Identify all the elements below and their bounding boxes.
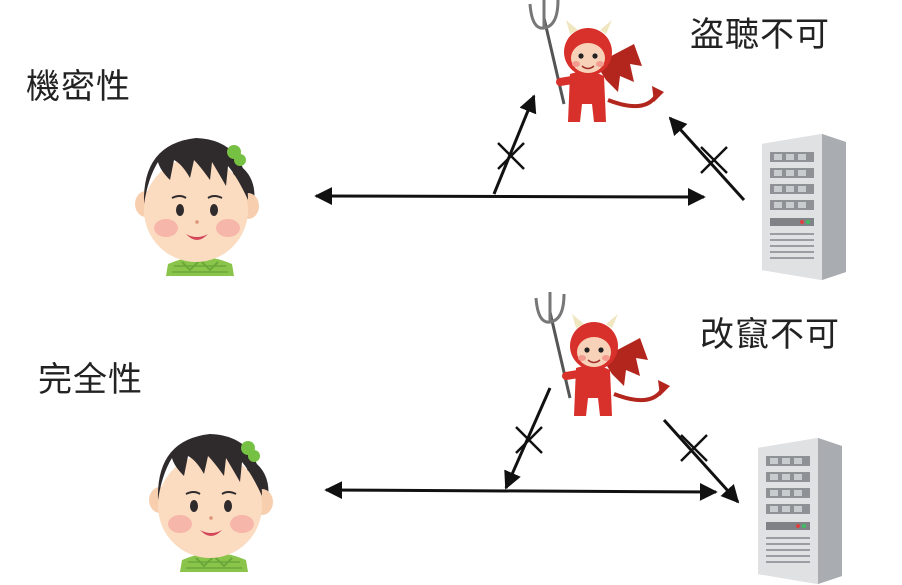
server-leak-attempt-arrow (668, 116, 746, 202)
server-tamper-attempt-arrow (662, 418, 740, 504)
confidentiality-label: 機密性 (26, 67, 131, 107)
server-tower-icon (757, 437, 843, 585)
cross-mark-icon (514, 425, 544, 455)
secure-channel-arrow (314, 187, 706, 206)
eavesdrop-attempt-arrow (492, 94, 537, 195)
secure-channel-arrow (324, 481, 718, 501)
server-tower-icon (761, 133, 847, 281)
devil-attacker-icon (536, 292, 670, 416)
eavesdrop-impossible-label: 盗聴不可 (690, 15, 830, 55)
cross-mark-icon (496, 141, 526, 171)
girl-user-icon (148, 433, 274, 573)
cross-mark-icon (679, 433, 709, 463)
cross-mark-icon (699, 145, 729, 175)
girl-user-icon (134, 137, 260, 277)
devil-attacker-icon (530, 0, 664, 122)
tamper-impossible-label: 改竄不可 (700, 315, 840, 355)
integrity-label: 完全性 (38, 360, 143, 400)
